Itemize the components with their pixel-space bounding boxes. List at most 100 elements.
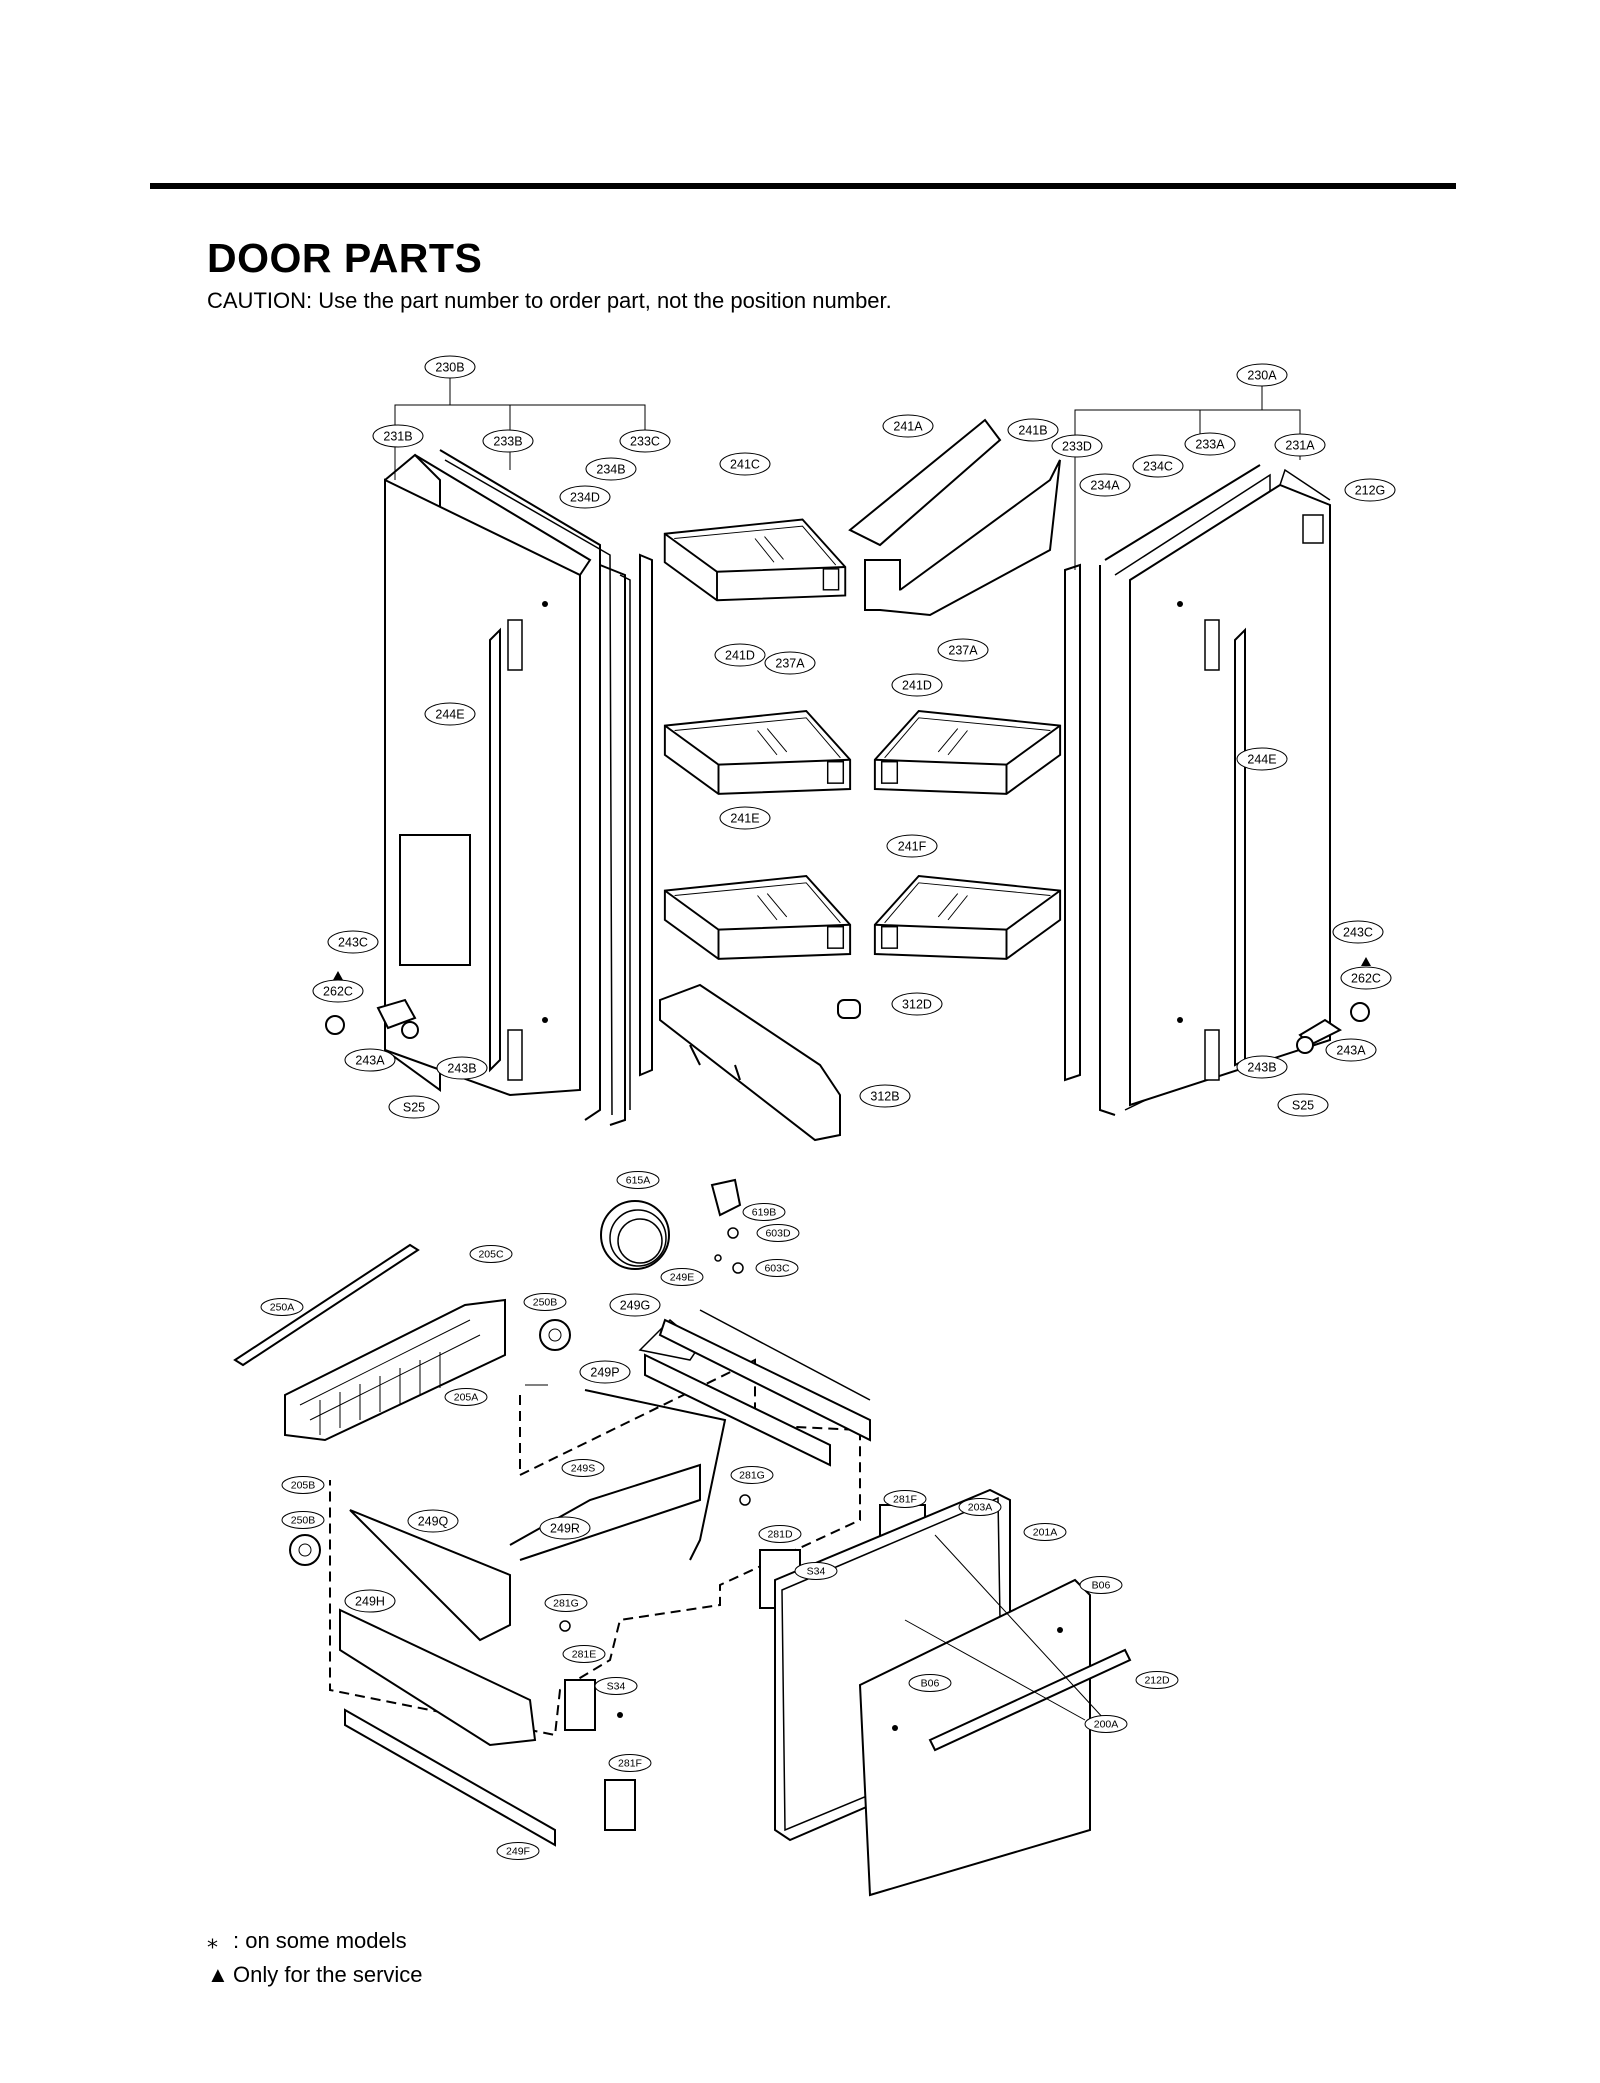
callout-text: 619B — [752, 1207, 777, 1219]
right-door-assembly — [1064, 464, 1331, 1116]
callout-bubble — [609, 1293, 661, 1317]
callout-262c: 262C — [312, 979, 364, 1003]
callout-233c: 233C — [619, 429, 671, 453]
callout-281e: 281E — [562, 1645, 606, 1663]
callout-text: 233B — [493, 435, 522, 449]
callout-249e: 249E — [660, 1268, 704, 1286]
callout-text: 243C — [1343, 926, 1373, 940]
callout-241f: 241F — [886, 834, 938, 858]
callout-bubble — [1325, 1038, 1377, 1062]
callout-241c: 241C — [719, 452, 771, 476]
callout-bubble — [1277, 1093, 1329, 1117]
callout-text: 234C — [1143, 460, 1173, 474]
callout-241e: 241E — [719, 806, 771, 830]
callout-bubble — [1079, 1576, 1123, 1594]
callout-text: 262C — [1351, 972, 1381, 986]
callout-s25: S25 — [1277, 1093, 1329, 1117]
callout-text: 205B — [291, 1480, 316, 1492]
callout-bubble — [344, 1589, 396, 1613]
callout-bubble — [1079, 473, 1131, 497]
callout-text: 615A — [626, 1175, 651, 1187]
callout-text: 205C — [478, 1249, 504, 1261]
callout-237a: 237A — [937, 638, 989, 662]
callout-bubble — [372, 424, 424, 448]
callout-text: 250B — [533, 1297, 558, 1309]
callout-text: 205A — [454, 1392, 479, 1404]
callout-text: S25 — [403, 1101, 425, 1115]
callout-bubble — [1084, 1715, 1128, 1733]
callout-249q: 249Q — [407, 1509, 459, 1533]
callout-bubble — [755, 1259, 799, 1277]
callout-243b: 243B — [436, 1056, 488, 1080]
callout-text: 233C — [630, 435, 660, 449]
callout-244e: 244E — [424, 702, 476, 726]
callout-281g: 281G — [730, 1466, 774, 1484]
page-title: DOOR PARTS — [207, 235, 483, 281]
callout-text: 249G — [620, 1299, 651, 1313]
callout-text: 249E — [670, 1272, 695, 1284]
callout-bubble — [719, 806, 771, 830]
callout-text: 243B — [1247, 1061, 1276, 1075]
callout-text: 312B — [870, 1090, 899, 1104]
callout-233a: 233A — [1184, 432, 1236, 456]
callout-bubble — [539, 1516, 591, 1540]
callout-bubble — [424, 355, 476, 379]
callout-text: 281G — [739, 1470, 765, 1482]
callout-bubble — [882, 414, 934, 438]
callout-205b: 205B — [281, 1476, 325, 1494]
callout-text: 241E — [730, 812, 759, 826]
callout-bubble — [561, 1459, 605, 1477]
asterisk-icon: ⁎ — [207, 1928, 218, 1953]
callout-text: 243A — [1336, 1044, 1366, 1058]
callout-bubble — [585, 457, 637, 481]
callout-bubble — [260, 1298, 304, 1316]
callout-205c: 205C — [469, 1245, 513, 1263]
callout-bubble — [730, 1466, 774, 1484]
callout-312b: 312B — [859, 1084, 911, 1108]
callout-text: S34 — [807, 1566, 826, 1578]
callout-bubble — [1332, 920, 1384, 944]
callout-bubble — [1184, 432, 1236, 456]
callout-text: 230B — [435, 361, 464, 375]
callout-bubble — [660, 1268, 704, 1286]
callout-text: 243A — [355, 1054, 385, 1068]
callout-234b: 234B — [585, 457, 637, 481]
callout-312d: 312D — [891, 992, 943, 1016]
callout-text: 231B — [383, 430, 412, 444]
callout-bubble — [594, 1677, 638, 1695]
callout-203a: 203A — [958, 1498, 1002, 1516]
callout-b06: B06 — [1079, 1576, 1123, 1594]
callout-281g: 281G — [544, 1594, 588, 1612]
callout-s25: S25 — [388, 1095, 440, 1119]
callout-281d: 281D — [758, 1525, 802, 1543]
callout-bubble — [891, 992, 943, 1016]
callout-s34: S34 — [794, 1562, 838, 1580]
legend-some-models: ⁎: on some models — [207, 1928, 407, 1953]
callout-230b: 230B — [424, 355, 476, 379]
water-line-parts — [600, 1178, 744, 1274]
callout-text: 281F — [893, 1494, 917, 1506]
callout-234a: 234A — [1079, 473, 1131, 497]
callout-bubble — [619, 429, 671, 453]
callout-230a: 230A — [1236, 363, 1288, 387]
header-rule — [150, 183, 1456, 189]
callout-619b: 619B — [742, 1203, 786, 1221]
callout-243a: 243A — [1325, 1038, 1377, 1062]
callout-243b: 243B — [1236, 1055, 1288, 1079]
callout-bubble — [1236, 1055, 1288, 1079]
callout-212d: 212D — [1135, 1671, 1179, 1689]
freezer-drawer-assembly — [233, 1243, 1132, 1897]
callout-205a: 205A — [444, 1388, 488, 1406]
callout-bubble — [616, 1171, 660, 1189]
callout-bubble — [562, 1645, 606, 1663]
callout-text: 249S — [571, 1463, 596, 1475]
callout-bubble — [281, 1476, 325, 1494]
callout-bubble — [1135, 1671, 1179, 1689]
callout-text: 234A — [1090, 479, 1120, 493]
callout-bubble — [764, 651, 816, 675]
callout-bubble — [436, 1056, 488, 1080]
callout-243c: 243C — [1332, 920, 1384, 944]
callout-bubble — [714, 643, 766, 667]
callout-bubble — [482, 429, 534, 453]
callout-250b: 250B — [281, 1511, 325, 1529]
